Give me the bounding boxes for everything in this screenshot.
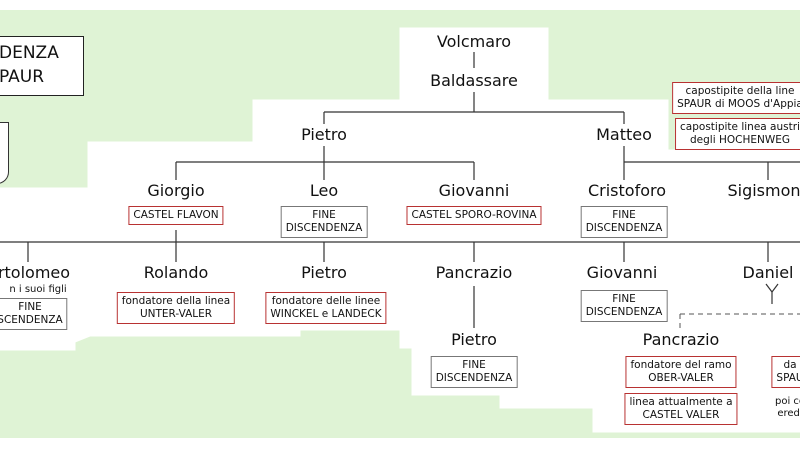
white-paper-area (0, 27, 800, 433)
title-box: DENZA PAUR (0, 36, 84, 96)
box-pietro-3-fine-line-1: FINE (462, 359, 486, 371)
box-pancrazio-2-ober-valer-line-1: fondatore del ramo (630, 359, 732, 371)
coat-of-arms-shield (0, 122, 9, 184)
person-cristoforo: Cristoforo (587, 181, 667, 200)
box-pancrazio-2-castel-valer-line-2: CASTEL VALER (642, 409, 720, 421)
box-leo-fine-line-1: FINE (312, 209, 336, 221)
box-castel-flavon-text: CASTEL FLAVON (133, 209, 219, 221)
person-bartolomeo: rtolomeo (0, 263, 71, 282)
right-note: poi co eredi (775, 396, 800, 420)
person-pietro-1: Pietro (301, 125, 347, 144)
person-pancrazio-1: Pancrazio (435, 263, 513, 282)
box-giovanni-2-fine: FINE DISCENDENZA (580, 290, 668, 322)
box-pancrazio-2-ober-valer-line-2: OBER-VALER (648, 372, 714, 384)
box-capostipite-1-line-2: SPAUR di MOOS d'Appia (677, 98, 800, 110)
box-capostipite-2-line-1: capostipite linea austri (680, 121, 800, 133)
box-right-spaur-line-2: SPAU (776, 372, 800, 384)
box-pietro-3-fine: FINE DISCENDENZA (430, 356, 518, 388)
box-cristoforo-fine-line-2: DISCENDENZA (585, 222, 663, 234)
box-castel-flavon: CASTEL FLAVON (128, 206, 224, 225)
box-castel-sporo: CASTEL SPORO-ROVINA (406, 206, 542, 225)
box-right-spaur-line-1: da (783, 359, 797, 371)
bartolomeo-note: n i suoi figli (9, 284, 67, 295)
person-matteo: Matteo (596, 125, 652, 144)
box-cristoforo-fine-line-1: FINE (612, 209, 636, 221)
right-note-line-1: poi co (774, 396, 800, 407)
box-bartolomeo-fine-line-1: FINE (18, 301, 42, 313)
person-giorgio: Giorgio (147, 181, 205, 200)
person-pietro-2: Pietro (301, 263, 347, 282)
box-rolando-line-2: UNTER-VALER (139, 308, 213, 320)
box-capostipite-2-line-2: degli HOCHENWEG (690, 134, 790, 146)
title-line-1: DENZA (0, 43, 59, 63)
person-daniele: Daniel (742, 263, 794, 282)
person-leo: Leo (309, 181, 339, 200)
right-note-line-2: eredi (777, 408, 800, 419)
person-giovanni-1: Giovanni (438, 181, 510, 200)
person-rolando: Rolando (143, 263, 209, 282)
person-pietro-3: Pietro (451, 330, 497, 349)
box-bartolomeo-fine: FINE SCENDENZA (0, 298, 68, 330)
box-giovanni-2-fine-line-2: DISCENDENZA (585, 306, 663, 318)
box-pietro-2-line-1: fondatore delle linee (271, 295, 381, 307)
box-pietro-2-line-2: WINCKEL e LANDECK (270, 308, 382, 320)
box-pietro-2: fondatore delle linee WINCKEL e LANDECK (265, 292, 387, 324)
box-cristoforo-fine: FINE DISCENDENZA (580, 206, 668, 238)
person-giovanni-2: Giovanni (586, 263, 658, 282)
box-leo-fine: FINE DISCENDENZA (280, 206, 368, 238)
box-giovanni-2-fine-line-1: FINE (612, 293, 636, 305)
person-sigismondo: Sigismon (727, 181, 800, 200)
connector-lines (0, 52, 800, 328)
dashed-connector (679, 313, 800, 330)
box-pancrazio-2-castel-valer: linea attualmente a CASTEL VALER (624, 393, 738, 425)
box-rolando: fondatore della linea UNTER-VALER (116, 292, 236, 324)
box-leo-fine-line-2: DISCENDENZA (285, 222, 363, 234)
box-rolando-line-1: fondatore della linea (121, 295, 231, 307)
box-castel-sporo-text: CASTEL SPORO-ROVINA (411, 209, 537, 221)
box-bartolomeo-fine-line-2: SCENDENZA (0, 314, 63, 326)
box-capostipite-1: capostipite della line SPAUR di MOOS d'A… (672, 82, 800, 114)
box-right-spaur: da SPAU (771, 356, 800, 388)
box-pancrazio-2-ober-valer: fondatore del ramo OBER-VALER (625, 356, 737, 388)
box-capostipite-1-line-1: capostipite della line (685, 85, 795, 97)
person-volcmaro: Volcmaro (436, 32, 512, 51)
person-baldassare: Baldassare (430, 71, 518, 90)
title-line-2: PAUR (0, 67, 45, 87)
box-pancrazio-2-castel-valer-line-1: linea attualmente a (629, 396, 733, 408)
box-capostipite-2: capostipite linea austri degli HOCHENWEG (675, 118, 800, 150)
person-pancrazio-2: Pancrazio (642, 330, 720, 349)
box-pietro-3-fine-line-2: DISCENDENZA (435, 372, 513, 384)
